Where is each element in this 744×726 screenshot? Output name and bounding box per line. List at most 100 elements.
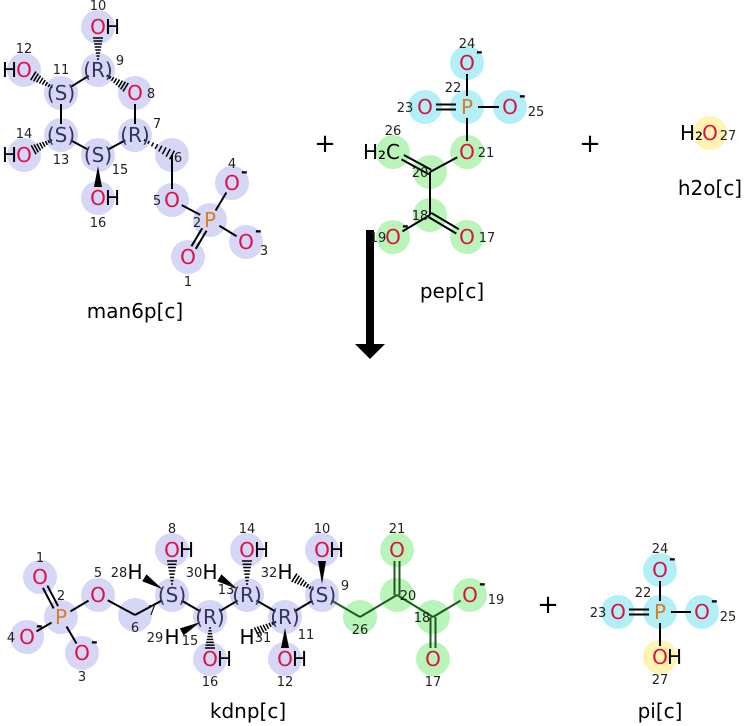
atom-index: 27 bbox=[652, 673, 669, 688]
atom-highlight bbox=[23, 560, 57, 594]
atom-symbol: O bbox=[459, 140, 475, 164]
atom-symbol: O bbox=[127, 81, 143, 105]
atom-index: 4 bbox=[228, 157, 236, 172]
atom-highlight bbox=[81, 181, 115, 215]
atom-symbol: H bbox=[239, 625, 254, 649]
atom-highlight bbox=[685, 595, 719, 629]
atom-symbol: (S) bbox=[158, 583, 186, 607]
atom-symbol: O bbox=[16, 143, 32, 167]
atom-symbol: P bbox=[654, 600, 666, 624]
atom-highlight bbox=[408, 90, 442, 124]
atom-symbol: O bbox=[90, 186, 106, 210]
atom-highlight bbox=[193, 642, 227, 676]
charge-sign: - bbox=[255, 221, 262, 240]
atom-symbol: O bbox=[652, 558, 668, 582]
atom-kdnp-13: (R)13 bbox=[218, 583, 262, 607]
bond bbox=[179, 622, 201, 636]
atom-index: 15 bbox=[182, 634, 199, 649]
bond bbox=[429, 617, 437, 648]
atom-highlight bbox=[229, 225, 263, 259]
bond bbox=[35, 621, 53, 633]
atom-index: 24 bbox=[459, 37, 476, 52]
atom-man6p-7: (R)7 bbox=[120, 117, 161, 147]
bond bbox=[205, 627, 215, 649]
atom-index: 22 bbox=[635, 586, 652, 601]
atom-pep-18: 18 bbox=[412, 209, 429, 224]
atom-pi-23: O23 bbox=[590, 600, 626, 624]
bond bbox=[214, 191, 228, 212]
atom-index: 2 bbox=[57, 589, 65, 604]
atom-man6p-4: O-4 bbox=[224, 157, 248, 195]
atom-pep-19: O-19 bbox=[370, 216, 409, 249]
charge-sign: - bbox=[241, 162, 248, 181]
atom-pi-25: O-25 bbox=[694, 591, 736, 625]
atom-highlight bbox=[81, 138, 115, 172]
atom-pep-22: P22 bbox=[445, 81, 473, 119]
atom-highlight bbox=[155, 533, 189, 567]
bond bbox=[107, 599, 136, 616]
plus-sign: + bbox=[314, 129, 336, 159]
atom-symbol: (S) bbox=[47, 123, 75, 147]
atom-symbol: O bbox=[19, 625, 35, 649]
atom-symbol: H bbox=[202, 560, 217, 584]
hydrogen-suffix: H bbox=[329, 538, 344, 562]
atom-index: 31 bbox=[255, 631, 272, 646]
atom-symbol: O bbox=[90, 583, 106, 607]
atom-symbol: (R) bbox=[270, 605, 300, 629]
atom-index: 18 bbox=[414, 611, 431, 626]
hydrogen-prefix: H bbox=[2, 58, 17, 82]
molecule-label-man6p: man6p[c] bbox=[87, 299, 183, 323]
atom-man6p-5: O5 bbox=[153, 188, 180, 212]
bond bbox=[331, 599, 361, 618]
atom-man6p-9: (R)9 bbox=[83, 54, 124, 82]
atom-highlight bbox=[215, 166, 249, 200]
bond bbox=[143, 138, 176, 160]
atom-symbol: C bbox=[386, 140, 400, 164]
atom-symbol: (R) bbox=[83, 58, 113, 82]
hydrogen-suffix: H bbox=[105, 15, 120, 39]
hydrogen-suffix: H bbox=[292, 647, 307, 671]
atom-kdnp-29: H29 bbox=[147, 625, 180, 649]
bond bbox=[69, 74, 90, 89]
bond bbox=[401, 214, 431, 233]
atom-index: 23 bbox=[397, 101, 414, 116]
bond bbox=[393, 561, 401, 595]
bond bbox=[428, 211, 460, 235]
atom-index: 14 bbox=[16, 127, 33, 142]
atom-kdnp-1: O1 bbox=[32, 551, 48, 589]
atom-highlight bbox=[380, 533, 414, 567]
atom-index: 17 bbox=[479, 231, 496, 246]
hydrogen-suffix: H bbox=[667, 645, 682, 669]
atom-index: 13 bbox=[53, 153, 70, 168]
bond bbox=[42, 585, 59, 609]
atom-symbol: O bbox=[164, 538, 180, 562]
atom-index: 22 bbox=[445, 81, 462, 96]
atom-index: 19 bbox=[488, 593, 505, 608]
atom-highlight bbox=[44, 76, 78, 110]
atom-highlight bbox=[450, 46, 484, 80]
bond bbox=[190, 227, 208, 250]
bond bbox=[281, 628, 289, 648]
atom-index: 29 bbox=[147, 631, 164, 646]
atom-man6p-13: (S) 13 bbox=[47, 123, 75, 168]
molecule-label-h2o: h2o[c] bbox=[678, 176, 742, 200]
atom-symbol: (R) bbox=[120, 123, 150, 147]
bond bbox=[359, 594, 398, 618]
atom-symbol: O bbox=[610, 600, 626, 624]
atom-highlight bbox=[155, 578, 189, 612]
bond bbox=[93, 37, 103, 60]
atom-symbol: O bbox=[459, 51, 475, 75]
atom-highlight bbox=[193, 600, 227, 634]
atom-index: 26 bbox=[385, 124, 402, 139]
atom-index: 3 bbox=[78, 670, 86, 685]
